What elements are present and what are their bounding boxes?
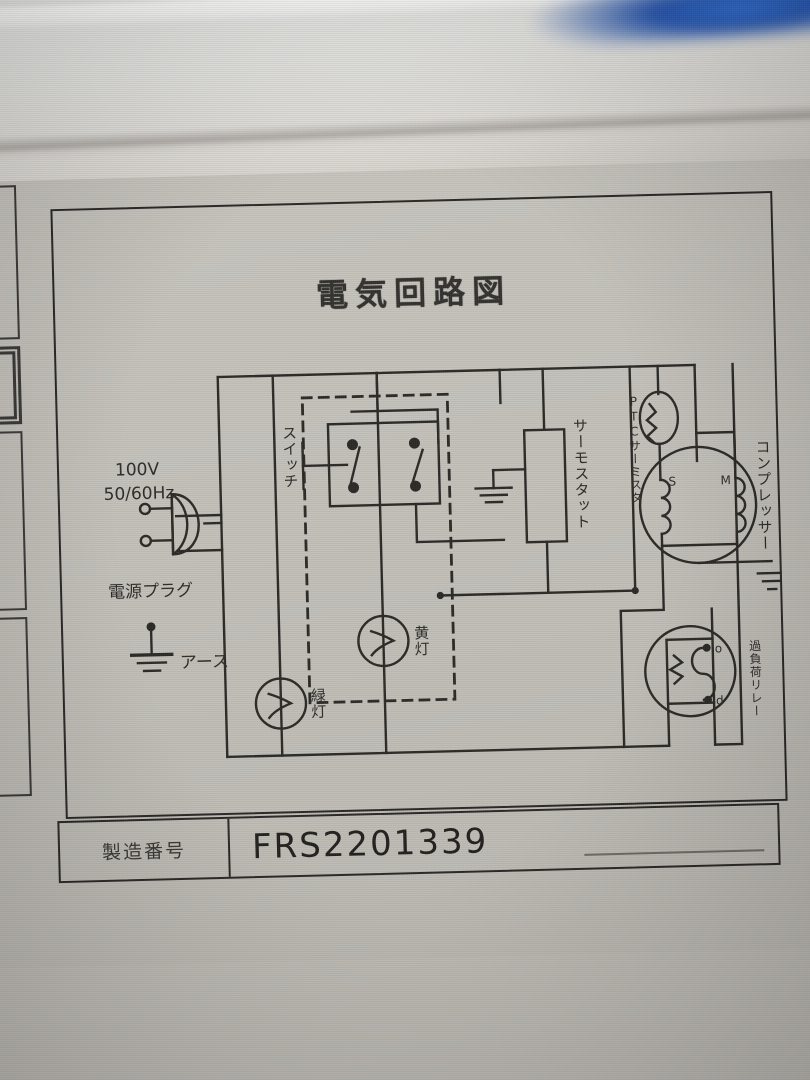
ptc-thermistor-label: PTCサーミスタ: [626, 394, 643, 504]
overload-relay-label: 過負荷リレー: [748, 639, 764, 718]
serial-number-value: FRS2201339: [251, 821, 489, 868]
overload-terminal-bottom: d: [716, 693, 724, 707]
supply-voltage-label: 100V: [115, 460, 160, 481]
green-lamp-label: 緑灯: [309, 687, 328, 720]
earth-label: アース: [180, 652, 230, 673]
compressor-start-winding-tag: S: [668, 474, 676, 488]
switch-label: スイッチ: [280, 425, 300, 489]
thermostat-label: サーモスタット: [571, 418, 592, 530]
circuit-diagram-frame: 電気回路図: [50, 190, 788, 820]
serial-number-label: 製造番号: [59, 818, 231, 882]
yellow-lamp-label: 黄灯: [412, 625, 431, 658]
adjacent-box-2: [0, 346, 23, 426]
power-plug-label: 電源プラグ: [108, 581, 193, 603]
adjacent-box-3: [0, 431, 28, 612]
supply-frequency-label: 50/60Hz: [103, 483, 174, 505]
compressor-label: コンプレッサー: [753, 439, 774, 551]
circuit-schematic: 100V 50/60Hz 電源プラグ アース スイッチ 黄灯 緑灯 サーモスタッ…: [103, 362, 788, 759]
compressor-main-winding-tag: M: [720, 473, 731, 487]
adjacent-box-4: [0, 617, 32, 798]
overload-terminal-top: o: [715, 641, 723, 655]
